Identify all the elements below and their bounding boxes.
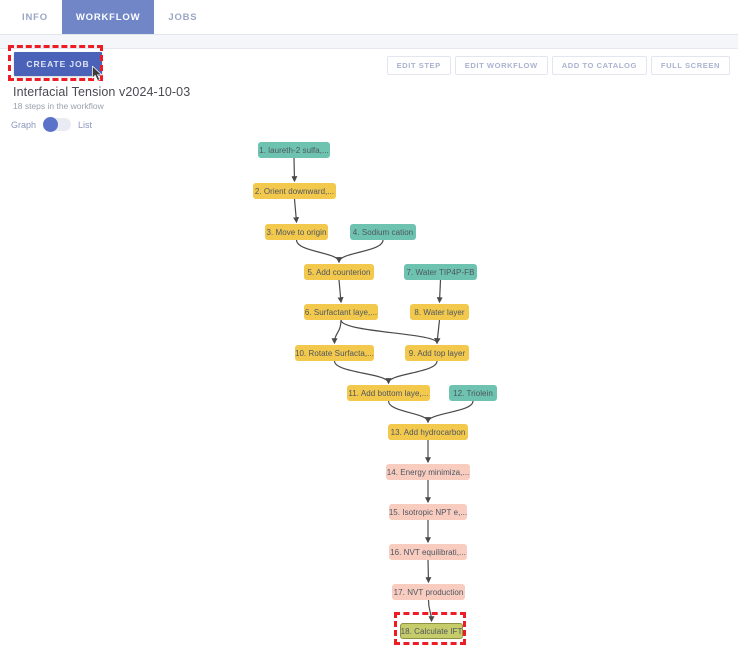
graph-edge-2-3 xyxy=(293,198,300,224)
tab-bar: INFO WORKFLOW JOBS xyxy=(0,0,738,34)
graph-node-6[interactable]: 6. Surfactant laye,... xyxy=(304,304,378,320)
workflow-title: Interfacial Tension v2024-10-03 xyxy=(13,85,191,99)
tab-bar-underline xyxy=(0,34,738,35)
edit-workflow-button[interactable]: EDIT WORKFLOW xyxy=(454,56,548,75)
graph-edge-10-11 xyxy=(333,360,392,385)
graph-node-label: 4. Sodium cation xyxy=(352,227,414,237)
toggle-label-list: List xyxy=(78,119,93,130)
graph-node-label: 8. Water layer xyxy=(414,307,465,317)
graph-node-10[interactable]: 10. Rotate Surfacta,... xyxy=(295,345,374,361)
graph-node-label: 5. Add counterion xyxy=(307,267,371,277)
graph-node-label: 6. Surfactant laye,... xyxy=(304,307,378,317)
create-job-button[interactable]: CREATE JOB xyxy=(14,52,102,76)
graph-edge-7-8 xyxy=(436,279,443,304)
graph-edge-12-13 xyxy=(425,400,474,424)
graph-node-label: 13. Add hydrocarbon xyxy=(390,427,466,437)
graph-node-label: 15. Isotropic NPT e,... xyxy=(389,507,467,517)
graph-node-17[interactable]: 17. NVT production xyxy=(392,584,465,600)
tab-workflow[interactable]: WORKFLOW xyxy=(61,0,155,34)
graph-node-11[interactable]: 11. Add bottom laye,... xyxy=(347,385,430,401)
graph-node-14[interactable]: 14. Energy minimiza,... xyxy=(386,464,470,480)
graph-edge-17-18 xyxy=(427,599,435,623)
graph-edge-11-13 xyxy=(387,400,431,424)
tab-info[interactable]: INFO xyxy=(8,0,62,34)
workflow-graph: 1. laureth-2 sulfa,... 2. Orient downward… xyxy=(0,132,738,649)
graph-node-2[interactable]: 2. Orient downward,... xyxy=(253,183,336,199)
graph-edge-1-2 xyxy=(291,157,298,183)
sub-toolbar-band xyxy=(0,35,738,49)
graph-node-8[interactable]: 8. Water layer xyxy=(410,304,469,320)
edit-step-button[interactable]: EDIT STEP xyxy=(386,56,451,75)
mouse-cursor-icon xyxy=(92,66,103,81)
graph-node-label: 14. Energy minimiza,... xyxy=(386,467,470,477)
workflow-action-buttons: EDIT STEP EDIT WORKFLOW ADD TO CATALOG FULL… xyxy=(383,56,730,75)
graph-node-label: 12. Triolein xyxy=(453,388,493,398)
graph-edge-6-9 xyxy=(340,319,440,345)
graph-node-4[interactable]: 4. Sodium cation xyxy=(350,224,416,240)
tab-label: WORKFLOW xyxy=(75,11,141,23)
toggle-label-graph: Graph xyxy=(11,119,37,130)
graph-node-12[interactable]: 12. Triolein xyxy=(449,385,497,401)
graph-node-18[interactable]: 18. Calculate IFT xyxy=(400,623,463,639)
view-mode-toggle: Graph List xyxy=(11,117,93,132)
graph-edge-8-9 xyxy=(434,319,441,345)
full-screen-button[interactable]: FULL SCREEN xyxy=(650,56,730,75)
graph-node-5[interactable]: 5. Add counterion xyxy=(304,264,374,280)
graph-node-15[interactable]: 15. Isotropic NPT e,... xyxy=(389,504,467,520)
graph-edge-4-5 xyxy=(336,239,384,264)
switch-knob xyxy=(43,117,59,132)
workflow-step-count: 18 steps in the workflow xyxy=(13,101,104,111)
graph-node-label: 2. Orient downward,... xyxy=(254,186,335,196)
tab-label: INFO xyxy=(22,11,48,23)
graph-edge-layer xyxy=(291,157,474,623)
graph-edge-16-17 xyxy=(425,559,432,584)
graph-node-label: 17. NVT production xyxy=(393,587,464,597)
graph-node-label: 18. Calculate IFT xyxy=(400,626,463,636)
graph-node-label: 10. Rotate Surfacta,... xyxy=(295,348,374,358)
graph-node-label: 16. NVT equilibrati,... xyxy=(390,547,466,557)
graph-edge-3-5 xyxy=(295,239,342,264)
graph-node-label: 11. Add bottom laye,... xyxy=(348,388,429,398)
graph-node-label: 9. Add top layer xyxy=(408,348,466,358)
tab-jobs[interactable]: JOBS xyxy=(154,0,211,34)
tab-label: JOBS xyxy=(168,11,198,23)
graph-node-9[interactable]: 9. Add top layer xyxy=(405,345,469,361)
graph-node-label: 3. Move to origin xyxy=(266,227,327,237)
graph-edge-9-11 xyxy=(385,360,438,385)
graph-node-3[interactable]: 3. Move to origin xyxy=(265,224,328,240)
graph-node-label: 7. Water TIP4P-FB xyxy=(406,267,475,277)
graph-node-16[interactable]: 16. NVT equilibrati,... xyxy=(389,544,467,560)
button-label: ADD TO CATALOG xyxy=(561,61,637,70)
graph-node-7[interactable]: 7. Water TIP4P-FB xyxy=(404,264,477,280)
button-label: FULL SCREEN xyxy=(660,61,720,70)
button-label: EDIT STEP xyxy=(396,61,441,70)
graph-node-13[interactable]: 13. Add hydrocarbon xyxy=(388,424,468,440)
add-to-catalog-button[interactable]: ADD TO CATALOG xyxy=(551,56,647,75)
graph-edge-5-6 xyxy=(337,279,344,304)
graph-node-label: 1. laureth-2 sulfa,... xyxy=(259,145,329,155)
view-mode-switch[interactable] xyxy=(43,117,72,132)
graph-node-1[interactable]: 1. laureth-2 sulfa,... xyxy=(258,142,330,158)
graph-edge-6-10 xyxy=(331,319,342,345)
button-label: EDIT WORKFLOW xyxy=(464,61,538,70)
